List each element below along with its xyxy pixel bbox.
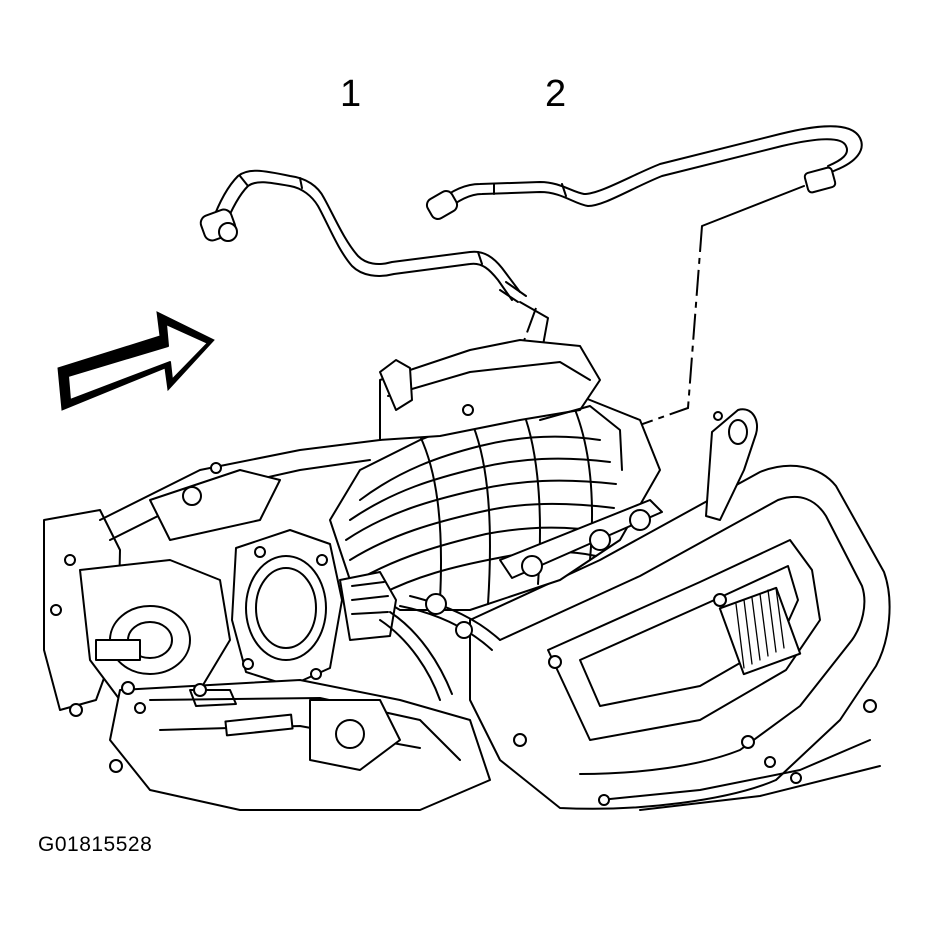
coil-pack bbox=[718, 586, 802, 676]
hose-1 bbox=[199, 169, 527, 303]
lifting-bracket bbox=[705, 408, 758, 521]
hose-2 bbox=[425, 125, 863, 220]
figure-id: G01815528 bbox=[38, 833, 153, 856]
callout-1: 1 bbox=[340, 73, 362, 115]
throttle-body bbox=[231, 529, 397, 687]
front-direction-arrow-icon bbox=[57, 311, 215, 411]
callout-2: 2 bbox=[545, 73, 567, 115]
engine-assembly bbox=[43, 339, 891, 811]
